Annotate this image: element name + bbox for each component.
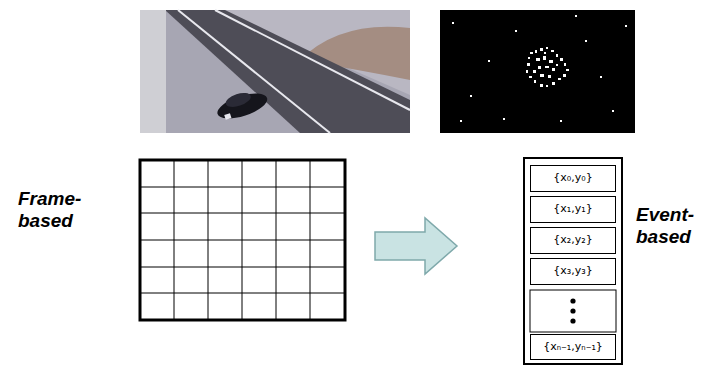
block-arrow <box>375 218 457 274</box>
lane-line <box>215 10 410 110</box>
pillar <box>140 10 166 133</box>
coordinate-text: {x₂,y₂} <box>553 234 592 246</box>
ellipsis-cell <box>530 290 616 332</box>
event-ground <box>440 10 635 133</box>
lane-line <box>178 10 330 133</box>
event-entry: {x₂,y₂} <box>530 227 616 254</box>
event-list <box>524 158 622 364</box>
representation-label: Event- based <box>636 204 716 248</box>
event-dots <box>452 15 627 122</box>
frame-grid <box>140 160 345 320</box>
camera-photo <box>140 10 410 133</box>
road <box>165 10 410 133</box>
event-entry: {xₙ₋₁,yₙ₋₁} <box>530 334 616 360</box>
event-entry: {x₃,y₃} <box>530 258 616 285</box>
event-entry: {x₁,y₁} <box>530 196 616 223</box>
coordinate-text: {x₃,y₃} <box>553 265 592 277</box>
coordinate-text: {x₀,y₀} <box>553 172 592 184</box>
car <box>214 86 271 124</box>
coordinate-text: {x₁,y₁} <box>553 203 592 215</box>
event-image <box>440 10 635 133</box>
photo-ground <box>140 10 410 133</box>
representation-label: Frame- based <box>18 188 110 232</box>
coordinate-text: {xₙ₋₁,yₙ₋₁} <box>543 341 603 353</box>
event-entry: {x₀,y₀} <box>530 165 616 192</box>
